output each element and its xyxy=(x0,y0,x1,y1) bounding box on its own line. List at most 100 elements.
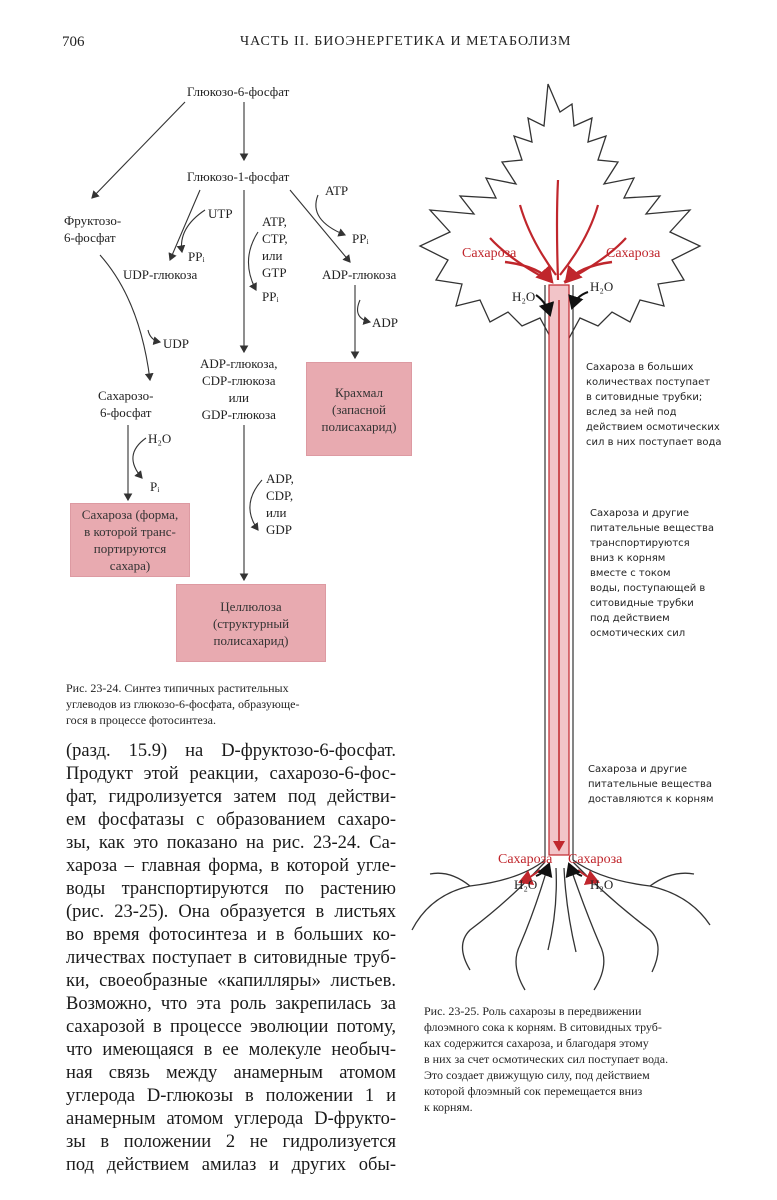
node-sucrose-6-phosphate: Сахарозо- 6-фосфат xyxy=(98,387,153,421)
body-line: зы в положении 2 не гидролизуется xyxy=(66,1132,396,1152)
tree-note-2: Сахароза и другие питательные вещества т… xyxy=(590,506,714,641)
ntp-line-4: GTP xyxy=(262,265,287,280)
body-line: (рис. 23-25). Она образуется в листьях xyxy=(66,902,396,922)
box-starch: Крахмал (запасной полисахарид) xyxy=(306,362,412,456)
tree-h2o-left: H₂O xyxy=(512,289,536,304)
cellulose-box-line-1: Целлюлоза xyxy=(220,598,282,614)
caption-right-line-2: флоэмного сока к корням. В ситовидных тр… xyxy=(424,1020,662,1034)
body-line: сахарозой в процессе эволюции потому, xyxy=(66,1017,396,1037)
label-adp: ADP xyxy=(372,315,399,330)
body-line: во время фотосинтеза и в больших ко- xyxy=(66,925,396,945)
s6p-line-2: 6-фосфат xyxy=(99,405,152,420)
body-line: зы, как это показано на рис. 23-24. Са- xyxy=(66,833,396,853)
arrow-g6p-f6p xyxy=(91,101,186,199)
node-ndp-glucose: ADP-глюкоза, CDP-глюкоза или GDP-глюкоза xyxy=(200,355,278,423)
caption-right-line-3: ках содержится сахароза, и благодаря это… xyxy=(424,1036,649,1050)
body-line: Возможно, что эта роль закрепилась за xyxy=(66,994,396,1014)
node-udp-glucose: UDP-глюкоза xyxy=(123,267,198,282)
label-pi: Pᵢ xyxy=(150,479,160,494)
ntp-line-2: CTP, xyxy=(262,231,288,246)
running-title: ЧАСТЬ II. БИОЭНЕРГЕТИКА И МЕТАБОЛИЗМ xyxy=(240,34,572,49)
label-utp: UTP xyxy=(208,206,233,221)
note2-line-6: воды, поступающей в xyxy=(590,583,706,594)
starch-box-line-2: (запасной xyxy=(332,401,386,417)
body-line: ки, своеобразные «капилляры» листьев. xyxy=(66,971,396,991)
label-ppi-c: PPᵢ xyxy=(352,231,369,246)
caption-right-line-4: в них за счет осмотических сил поступает… xyxy=(424,1052,669,1066)
starch-box-line-3: полисахарид) xyxy=(321,418,397,434)
note3-line-2: питательные вещества xyxy=(588,779,712,790)
label-h2o: H₂O xyxy=(148,431,172,446)
body-line: (разд. 15.9) на D-фруктозо-6-фосфат. xyxy=(66,741,396,761)
starch-box-line-1: Крахмал xyxy=(335,384,383,400)
ndp-line-4: GDP xyxy=(266,522,293,537)
label-udp: UDP xyxy=(163,336,190,351)
note1-line-3: в ситовидные трубки; xyxy=(586,392,703,403)
body-line: хароза – главная форма, в которой угле- xyxy=(66,856,396,876)
body-text: (разд. 15.9) на D-фруктозо-6-фосфат. Про… xyxy=(66,740,396,1177)
node-glucose-6-phosphate: Глюкозо-6-фосфат xyxy=(187,84,290,99)
ntp-line-1: ATP, xyxy=(262,214,287,229)
tree-sucrose-left: Сахароза xyxy=(462,246,517,261)
node-fructose-6-phosphate: Фруктозо- 6-фосфат xyxy=(64,212,121,246)
note1-line-5: действием осмотических xyxy=(586,422,720,433)
note1-line-4: вслед за ней под xyxy=(586,407,677,418)
sucrose-box-line-4: сахара) xyxy=(109,558,151,573)
figure-caption-23-25: Рис. 23-25. Роль сахарозы в передвижении… xyxy=(424,1003,764,1115)
node-adp-glucose: ADP-глюкоза xyxy=(322,267,397,282)
sucrose-box-line-3: портируются xyxy=(93,541,167,556)
ndp-line-1: ADP, xyxy=(266,471,294,486)
note1-line-1: Сахароза в больших xyxy=(586,362,694,373)
f6p-line-2: 6-фосфат xyxy=(64,230,116,245)
note2-line-5: вместе с током xyxy=(590,568,671,579)
caption-right-line-1: Рис. 23-25. Роль сахарозы в передвижении xyxy=(424,1004,642,1018)
note2-line-4: вниз к корням xyxy=(590,553,666,564)
body-line: личествах поступает в ситовидные труб- xyxy=(66,948,396,968)
body-line: воды транспортируются по растению xyxy=(66,879,396,899)
caption-left-line-1: Рис. 23-24. Синтез типичных растительных xyxy=(66,681,289,695)
ndp-line-2: CDP, xyxy=(266,488,294,503)
ndp-line-3: или xyxy=(266,505,287,520)
note2-line-3: транспортируются xyxy=(590,538,690,549)
note2-line-8: под действием xyxy=(590,613,670,624)
body-line: Продукт этой реакции, сахарозо-6-фос- xyxy=(66,764,396,784)
note2-line-7: ситовидные трубки xyxy=(590,598,694,609)
root-sucrose-right: Сахароза xyxy=(568,852,623,867)
note3-line-3: доставляются к корням xyxy=(588,794,714,805)
body-line: под действием амилаз и других обы- xyxy=(66,1155,396,1175)
sucrose-box-line-2: в которой транс- xyxy=(84,524,176,539)
label-ntp: ATP, CTP, или GTP xyxy=(262,213,288,281)
sucrose-box-line-1: Сахароза (форма, xyxy=(81,507,179,522)
caption-right-line-5: Это создает движущую силу, под действием xyxy=(424,1068,650,1082)
caption-left-line-3: гося в процессе фотосинтеза. xyxy=(66,713,216,727)
caption-left-line-2: углеводов из глюкозо-6-фосфата, образующ… xyxy=(66,697,300,711)
ndpg-line-4: GDP-глюкоза xyxy=(201,407,276,422)
cellulose-box-line-2: (структурный xyxy=(212,615,290,631)
tree-h2o-right: H₂O xyxy=(590,279,614,294)
note2-line-9: осмотических сил xyxy=(590,628,686,639)
body-line: фат, гидролизуется затем под действи- xyxy=(66,787,396,807)
body-line: что имеющаяся в ее молекуле необыч- xyxy=(66,1040,396,1060)
label-ndp: ADP, CDP, или GDP xyxy=(266,470,294,538)
note2-line-1: Сахароза и другие xyxy=(590,508,690,519)
label-ppi-b: PPᵢ xyxy=(262,289,279,304)
note3-line-1: Сахароза и другие xyxy=(588,764,688,775)
ndpg-line-2: CDP-глюкоза xyxy=(201,373,276,388)
body-line: ная связь между анамерным атомом xyxy=(66,1063,396,1083)
body-line: углерода D-глюкозы в положении 1 и xyxy=(66,1086,396,1106)
arrow-g1p-udpg xyxy=(168,189,201,262)
ntp-line-3: или xyxy=(262,248,283,263)
ndpg-line-1: ADP-глюкоза, xyxy=(200,356,278,371)
caption-right-line-6: которой флоэмный сок перемещается вниз xyxy=(424,1084,643,1098)
body-line: анамерным атомом углерода D-фрукто- xyxy=(66,1109,396,1129)
label-atp: ATP xyxy=(325,183,349,198)
tree-sucrose-right: Сахароза xyxy=(606,246,661,261)
page-number: 706 xyxy=(62,34,85,50)
node-glucose-1-phosphate: Глюкозо-1-фосфат xyxy=(187,169,290,184)
ndpg-line-3: или xyxy=(228,390,249,405)
root-sucrose-left: Сахароза xyxy=(498,852,553,867)
caption-right-line-7: к корням. xyxy=(424,1100,473,1114)
figure-caption-23-24: Рис. 23-24. Синтез типичных растительных… xyxy=(66,680,396,728)
